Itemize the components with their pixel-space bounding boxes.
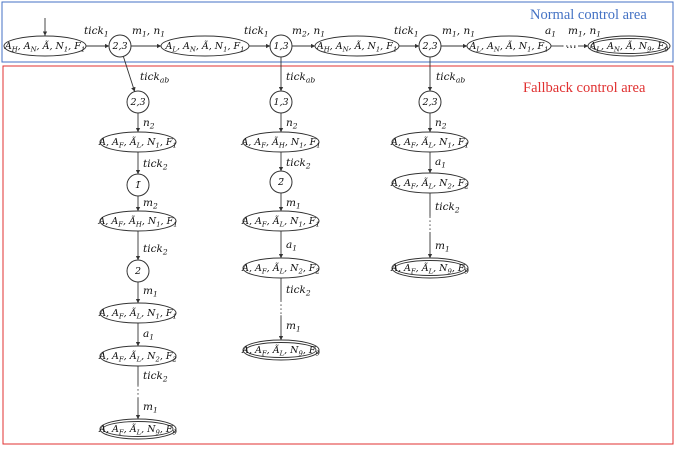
state-node-label: A, AF, ÃL, N9, F9 bbox=[98, 423, 177, 437]
transition-label: a1 bbox=[143, 328, 154, 342]
state-node-n_c1_1: A, AF, ÃL, N1, F1 bbox=[98, 131, 177, 153]
fallback-area-label: Fallback control area bbox=[523, 80, 646, 96]
state-node-n_c1_4: 2 bbox=[126, 259, 150, 283]
state-node-label: 2,3 bbox=[421, 41, 437, 52]
state-node-label: A, AF, ÃL, N2, F2 bbox=[390, 177, 469, 191]
state-node-label: A, AF, ÃL, N2, F2 bbox=[98, 350, 177, 364]
state-node-n_top0: AH, AN, Ã, N1, F1 bbox=[3, 35, 87, 57]
state-node-label: A, AF, ÃL, N1, F1 bbox=[241, 215, 320, 229]
state-node-label: 2̃ bbox=[277, 177, 284, 188]
state-node-n_top6: AL, AN, Ã, N1, F1 bbox=[466, 35, 552, 57]
state-node-label: 2 bbox=[134, 266, 141, 277]
state-node-n_c2_3: A, AF, ÃL, N1, F1 bbox=[241, 210, 320, 232]
state-node-n_c2_1: A, AF, ÃH, N1, F1 bbox=[240, 131, 321, 153]
state-node-n_c3_1: A, AF, ÃL, N1, F1 bbox=[390, 131, 469, 153]
state-node-label: A, AF, ÃH, N1, F1 bbox=[97, 215, 177, 229]
transition-label: tick1 bbox=[394, 25, 419, 39]
state-node-n_c2_4: A, AF, ÃL, N2, F2 bbox=[241, 257, 320, 279]
state-node-label: AL, AN, Ã, N1, F1 bbox=[165, 40, 245, 54]
transition-label: n2 bbox=[286, 117, 298, 131]
state-node-label: 2,3 bbox=[129, 97, 145, 108]
state-node-label: A, AF, ÃH, N1, F1 bbox=[240, 136, 320, 150]
state-node-n_c3_2: A, AF, ÃL, N2, F2 bbox=[390, 172, 469, 194]
transition-label: m1 bbox=[286, 320, 301, 334]
state-node-label: A, AF, ÃL, N1, F1 bbox=[390, 136, 469, 150]
transition-label: tick2 bbox=[286, 284, 311, 298]
transition-label: tick1 bbox=[244, 25, 269, 39]
state-node-label: AH, AN, Ã, N1, F1 bbox=[4, 40, 85, 54]
transition-label: m2, n1 bbox=[292, 25, 325, 39]
state-node-label: A, AF, ÃL, N2, F2 bbox=[241, 262, 320, 276]
state-node-label: A, AF, ÃL, N9, F9 bbox=[241, 344, 320, 358]
state-node-n_top4: AH, AN, Ã, N1, F1 bbox=[314, 35, 400, 57]
state-node-n_c1_7: A, AF, ÃL, N9, F9 bbox=[98, 418, 177, 440]
transition-label: n2 bbox=[143, 117, 155, 131]
state-node-label: 1̃ bbox=[135, 180, 141, 191]
fallback-control-area bbox=[2, 65, 674, 445]
state-node-n_c1_0: 2,3 bbox=[126, 90, 150, 114]
state-node-label: AL, AN, Ã, N1, F1 bbox=[469, 40, 549, 54]
transition-label: tick1 bbox=[84, 25, 109, 39]
transition-label: m2 bbox=[143, 197, 158, 211]
nodes: AH, AN, Ã, N1, F1 2,3 AL, AN, Ã, N1, F1 1,3… bbox=[3, 34, 671, 440]
transition-label: a1 bbox=[435, 156, 446, 170]
state-node-n_c3_0: 2,3 bbox=[418, 90, 442, 114]
state-node-label: 2,3 bbox=[421, 97, 437, 108]
transition-label: tickab bbox=[286, 71, 315, 85]
transition-label: m1, n1 bbox=[442, 25, 475, 39]
transition-label: tick2 bbox=[143, 158, 168, 172]
transition-edge bbox=[122, 56, 136, 92]
normal-control-area bbox=[1, 1, 674, 63]
state-node-n_c1_5: A, AF, ÃL, N1, F1 bbox=[98, 302, 177, 324]
state-node-n_c2_5: A, AF, ÃL, N9, F9 bbox=[241, 339, 320, 361]
state-node-n_c1_2: 1̃ bbox=[126, 173, 150, 197]
state-node-label: A, AF, ÃL, N1, F1 bbox=[98, 307, 177, 321]
state-node-label: AH, AN, Ã, N1, F1 bbox=[316, 40, 397, 54]
transition-label: m1, n1 bbox=[568, 25, 601, 39]
state-node-label: 1,3 bbox=[273, 97, 288, 108]
state-node-label: AL, AN, Ã, N9, F9 bbox=[589, 40, 670, 54]
state-node-label: A, AF, ÃL, N9, F9 bbox=[390, 262, 469, 276]
state-node-n_top1: 2,3 bbox=[108, 34, 132, 58]
state-node-n_c3_3: A, AF, ÃL, N9, F9 bbox=[390, 257, 469, 279]
transition-label: m1 bbox=[143, 285, 158, 299]
transition-label: m1 bbox=[286, 197, 301, 211]
state-node-n_c2_0: 1,3 bbox=[269, 90, 293, 114]
transition-label: tickab bbox=[436, 71, 465, 85]
state-node-label: 2,3 bbox=[111, 41, 127, 52]
edges bbox=[42, 18, 589, 420]
state-node-label: A, AF, ÃL, N1, F1 bbox=[98, 136, 177, 150]
state-node-n_c1_6: A, AF, ÃL, N2, F2 bbox=[98, 345, 177, 367]
transition-label: n2 bbox=[435, 117, 447, 131]
transition-label: m1 bbox=[143, 401, 158, 415]
transition-label: m1 bbox=[435, 240, 450, 254]
state-node-n_top5: 2,3 bbox=[418, 34, 442, 58]
state-node-n_c1_3: A, AF, ÃH, N1, F1 bbox=[97, 210, 178, 232]
transition-label: tick2 bbox=[143, 370, 168, 384]
state-node-label: 1,3 bbox=[273, 41, 288, 52]
transition-label: tick2 bbox=[435, 201, 460, 215]
transition-label: tickab bbox=[140, 71, 169, 85]
state-node-n_top3: 1,3 bbox=[269, 34, 293, 58]
state-node-n_c2_2: 2̃ bbox=[269, 170, 293, 194]
transition-label: … bbox=[566, 39, 577, 51]
state-node-n_top7: AL, AN, Ã, N9, F9 bbox=[587, 35, 671, 57]
transition-label: tick2 bbox=[143, 243, 168, 257]
transition-label: a1 bbox=[286, 239, 297, 253]
transition-label: tick2 bbox=[286, 157, 311, 171]
transition-label: a1 bbox=[545, 25, 556, 39]
normal-area-label: Normal control area bbox=[530, 7, 647, 23]
state-node-n_top2: AL, AN, Ã, N1, F1 bbox=[160, 35, 250, 57]
transition-label: m1, n1 bbox=[132, 25, 165, 39]
